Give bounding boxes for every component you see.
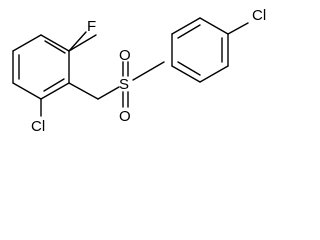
bond-ring-b-6-1 [171, 65, 201, 83]
bond-to-chlorine-right [227, 22, 249, 35]
atom-labels: F Cl S O O Cl [31, 7, 266, 135]
bond-sulfur-to-aryl [132, 61, 165, 81]
chlorine-right-label: Cl [252, 7, 266, 24]
bond-ring-a-4-5 [12, 82, 42, 100]
chemical-structure: F Cl S O O Cl [12, 7, 266, 135]
bond-ring-b-double-3 [177, 61, 201, 76]
bond-ring-b-2-3 [171, 17, 201, 35]
bond-ring-a-double-1 [44, 40, 66, 54]
bond-ch2-to-sulfur [97, 86, 120, 100]
bond-ring-b-5-6 [199, 65, 229, 83]
bond-ring-a-6-1 [12, 34, 42, 52]
bond-ring-a-3-4 [40, 82, 70, 100]
bond-ring-a-double-2 [43, 78, 65, 92]
chlorine-left-label: Cl [31, 118, 45, 135]
sulfur-label: S [119, 76, 129, 93]
bonds [12, 17, 249, 117]
bond-ring-b-3-4 [199, 17, 229, 35]
fluorine-label: F [87, 18, 96, 35]
bond-ring-b-double-1 [177, 24, 201, 39]
oxygen-top-label: O [119, 47, 131, 64]
bond-ring-a-7 [40, 34, 70, 52]
bond-ring-a-1-2 [68, 34, 97, 52]
bond-ring-to-ch2 [68, 82, 99, 100]
bond-to-fluorine [68, 31, 87, 52]
oxygen-bottom-label: O [119, 108, 131, 125]
